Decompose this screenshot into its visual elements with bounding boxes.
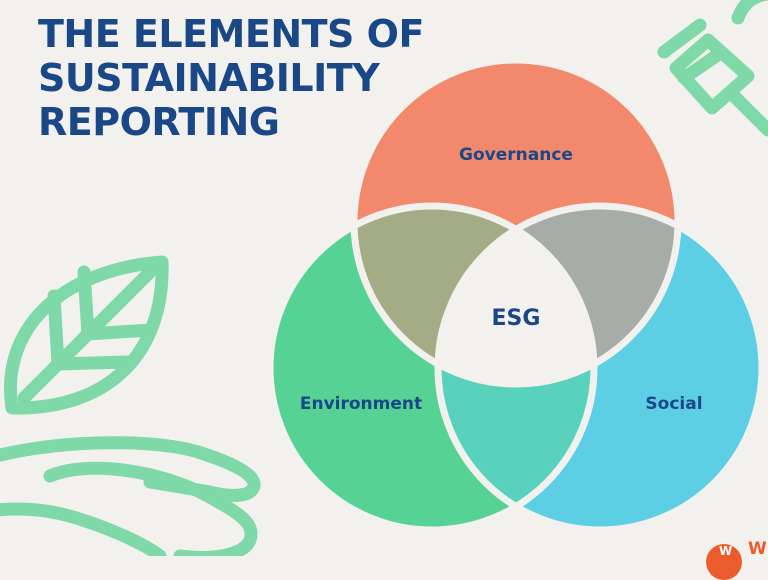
venn-label-social: Social: [645, 394, 702, 414]
venn-label-esg: ESG: [492, 306, 541, 331]
venn-label-environment: Environment: [300, 394, 422, 414]
plug-icon: [657, 0, 768, 137]
logo-wordmark: W: [748, 539, 767, 559]
title-line-1: THE ELEMENTS OF: [38, 12, 424, 56]
leaf-icon: [4, 255, 169, 415]
venn-diagram: Governance ESG Environment Social: [0, 0, 768, 556]
title-line-2: SUSTAINABILITY: [38, 56, 380, 100]
venn-circles: [266, 56, 766, 534]
hand-icon: [0, 436, 261, 556]
title-line-3: REPORTING: [38, 100, 280, 144]
page-title: THE ELEMENTS OF SUSTAINABILITY REPORTING: [38, 12, 424, 144]
venn-overlap-center: [438, 206, 594, 384]
logo-letter: W: [719, 544, 733, 558]
venn-label-governance: Governance: [459, 145, 573, 165]
